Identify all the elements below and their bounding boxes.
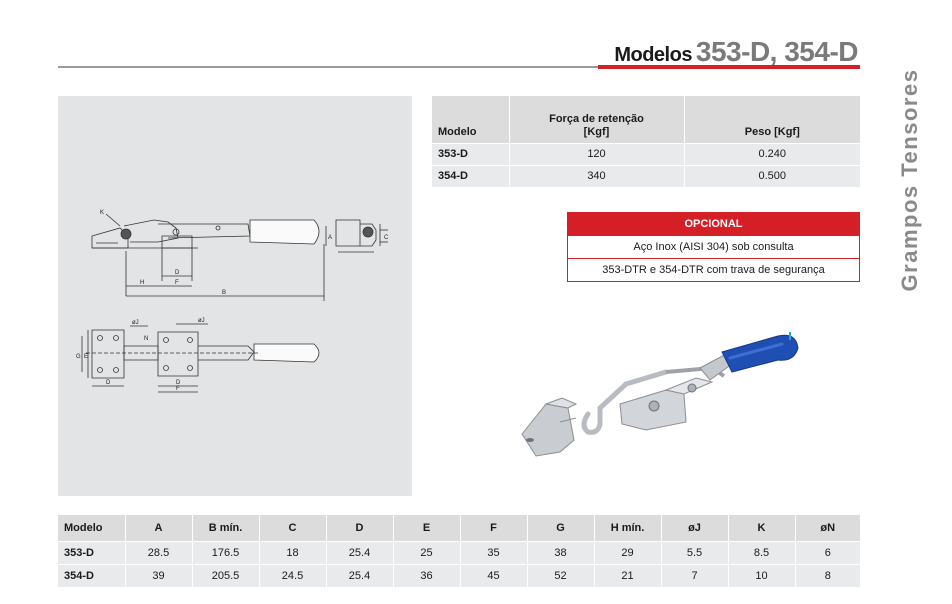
dim-cell: 38 bbox=[526, 540, 594, 564]
spec-table: Modelo Força de retenção [Kgf] Peso [Kgf… bbox=[432, 96, 860, 188]
label-j: øJ bbox=[132, 320, 139, 326]
label-f2: F bbox=[176, 386, 180, 392]
dim-header: Modelo bbox=[58, 515, 125, 541]
title-underline-accent bbox=[598, 65, 860, 69]
label-a: A bbox=[328, 235, 332, 241]
dim-cell: 25.4 bbox=[325, 540, 393, 564]
spec-header-force: Força de retenção [Kgf] bbox=[508, 96, 684, 143]
dim-header: F bbox=[459, 515, 527, 541]
dimensions-table: Modelo A B mín. C D E F G H mín. øJ K øN… bbox=[58, 515, 860, 587]
page-title: Modelos 353-D, 354-D bbox=[614, 36, 858, 68]
dim-header: E bbox=[392, 515, 460, 541]
dim-cell: 39 bbox=[124, 563, 192, 587]
dim-cell: 8.5 bbox=[727, 540, 795, 564]
dim-header-row: Modelo A B mín. C D E F G H mín. øJ K øN bbox=[58, 515, 860, 541]
dim-cell: 28.5 bbox=[124, 540, 192, 564]
dim-cell: 5.5 bbox=[660, 540, 728, 564]
dim-header: B mín. bbox=[191, 515, 259, 541]
label-g: G bbox=[76, 354, 81, 360]
spec-header-weight: Peso [Kgf] bbox=[683, 96, 860, 143]
dim-header: H mín. bbox=[593, 515, 661, 541]
dim-cell: 21 bbox=[593, 563, 661, 587]
spec-cell: 0.240 bbox=[683, 142, 860, 165]
dim-cell: 25.4 bbox=[325, 563, 393, 587]
label-d: D bbox=[175, 270, 180, 276]
section-side-title: Grampos Tensores bbox=[897, 68, 922, 292]
dim-cell: 8 bbox=[794, 563, 860, 587]
dim-cell: 18 bbox=[258, 540, 326, 564]
optional-item: 353-DTR e 354-DTR com trava de segurança bbox=[568, 258, 859, 281]
spec-cell: 340 bbox=[508, 164, 684, 188]
spec-cell: 0.500 bbox=[683, 164, 860, 188]
table-row: 353-D 120 0.240 bbox=[432, 142, 860, 165]
dim-cell: 52 bbox=[526, 563, 594, 587]
label-h: H bbox=[140, 280, 144, 286]
spec-header-model: Modelo bbox=[432, 96, 509, 143]
spec-header-row: Modelo Força de retenção [Kgf] Peso [Kgf… bbox=[432, 96, 860, 143]
dim-header: øJ bbox=[660, 515, 728, 541]
dim-header: C bbox=[258, 515, 326, 541]
dim-cell: 353-D bbox=[58, 540, 125, 564]
dim-cell: 354-D bbox=[58, 563, 125, 587]
optional-item: Aço Inox (AISI 304) sob consulta bbox=[568, 235, 859, 258]
title-models: 353-D, 354-D bbox=[695, 36, 859, 67]
label-j2: øJ bbox=[198, 318, 205, 324]
title-underline bbox=[58, 66, 598, 68]
spec-cell: 120 bbox=[508, 142, 684, 165]
dim-cell: 176.5 bbox=[191, 540, 259, 564]
technical-drawing: K A C H F D B øJ øJ N E G D D F bbox=[76, 210, 389, 393]
dim-cell: 29 bbox=[593, 540, 661, 564]
dim-cell: 35 bbox=[459, 540, 527, 564]
optional-box: OPCIONAL Aço Inox (AISI 304) sob consult… bbox=[567, 212, 860, 282]
dim-header: G bbox=[526, 515, 594, 541]
dim-cell: 10 bbox=[727, 563, 795, 587]
optional-title: OPCIONAL bbox=[568, 213, 859, 235]
dim-cell: 25 bbox=[392, 540, 460, 564]
dim-cell: 6 bbox=[794, 540, 860, 564]
label-f: F bbox=[175, 280, 179, 286]
title-prefix: Modelos bbox=[614, 44, 692, 66]
dim-header: øN bbox=[794, 515, 860, 541]
label-d2: D bbox=[106, 380, 111, 386]
dim-cell: 205.5 bbox=[191, 563, 259, 587]
label-d3: D bbox=[176, 380, 181, 386]
table-row: 354-D 39 205.5 24.5 25.4 36 45 52 21 7 1… bbox=[58, 563, 860, 587]
product-photo bbox=[521, 332, 799, 457]
table-row: 353-D 28.5 176.5 18 25.4 25 35 38 29 5.5… bbox=[58, 540, 860, 564]
dim-cell: 45 bbox=[459, 563, 527, 587]
label-b: B bbox=[222, 290, 226, 296]
dim-cell: 24.5 bbox=[258, 563, 326, 587]
label-e: E bbox=[84, 354, 88, 360]
spec-cell: 354-D bbox=[432, 164, 509, 188]
dim-header: D bbox=[325, 515, 393, 541]
spec-cell: 353-D bbox=[432, 142, 509, 165]
dim-cell: 36 bbox=[392, 563, 460, 587]
dim-header: K bbox=[727, 515, 795, 541]
technical-drawing-panel: K A C H F D B øJ øJ N E G D D F bbox=[58, 96, 412, 496]
dim-header: A bbox=[124, 515, 192, 541]
label-c: C bbox=[384, 235, 389, 241]
table-row: 354-D 340 0.500 bbox=[432, 164, 860, 188]
spec-header-force-text: Força de retenção [Kgf] bbox=[549, 113, 644, 138]
dim-cell: 7 bbox=[660, 563, 728, 587]
label-n: N bbox=[144, 336, 148, 342]
label-k: K bbox=[100, 210, 104, 216]
